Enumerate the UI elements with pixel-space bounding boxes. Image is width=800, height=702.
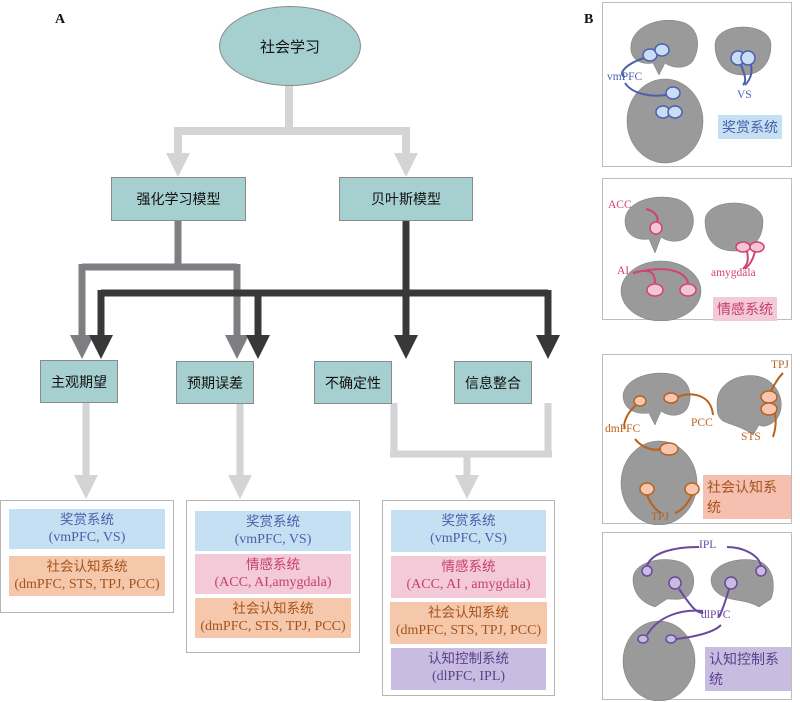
region-label-acc: ACC [608, 199, 632, 211]
arrowhead-bayes-expectation [89, 335, 113, 359]
system-name: 社会认知系统 [428, 605, 509, 621]
region-label-dmpfc: dmPFC [605, 423, 641, 435]
arrowhead-to-group-1 [74, 475, 98, 499]
system-tag-social-cognition: 社会认知系统 [703, 475, 791, 519]
system-tag-cognitive-control: 认知控制系统 [705, 647, 791, 691]
concept-node-uncertainty: 不确定性 [314, 361, 392, 404]
system-name: 奖赏系统 [60, 512, 114, 528]
system-regions: (dlPFC, IPL) [431, 669, 506, 684]
arrowhead-bayes-integration [536, 335, 560, 359]
brain-panel-emotion: ACC AI amygdala 情感系统 [602, 178, 792, 321]
brain-coronal [704, 202, 764, 252]
rl-connector [78, 220, 241, 337]
region-label-vs: VS [737, 89, 752, 101]
brain-axial [626, 78, 704, 164]
concept-to-systems-connector [82, 403, 552, 477]
system-name: 奖赏系统 [246, 514, 300, 530]
system-regions: (dmPFC, STS, TPJ, PCC) [200, 619, 346, 634]
system-emotion: 情感系统 (ACC, AI , amygdala) [391, 556, 546, 598]
brain-illustration-emotion [620, 196, 765, 321]
brain-illustration-social-cognition [620, 372, 784, 525]
system-name: 情感系统 [441, 559, 496, 575]
system-name: 社会认知系统 [46, 559, 128, 575]
system-tag-reward: 奖赏系统 [718, 115, 782, 139]
region-label-ipl: IPL [699, 539, 717, 551]
brain-panel-social-cognition: TPJ dmPFC PCC STS TPJ 社会认知系统 [602, 354, 792, 525]
brain-panel-cognitive-control: IPL dlPFC 认知控制系统 [602, 532, 792, 701]
region-label-tpj-lateral: TPJ [771, 359, 789, 371]
panel-a-label: A [55, 12, 66, 27]
region-label-pcc: PCC [691, 417, 713, 429]
system-group-prediction-error: 奖赏系统 (vmPFC, VS) 情感系统 (ACC, AI,amygdala)… [186, 500, 360, 653]
region-label-vmpfc: vmPFC [607, 71, 643, 83]
system-group-expectation: 奖赏系统 (vmPFC, VS) 社会认知系统 (dmPFC, STS, TPJ… [0, 500, 174, 613]
system-name: 社会认知系统 [232, 601, 314, 617]
system-regions: (ACC, AI , amygdala) [406, 577, 531, 592]
brain-lateral-left [632, 559, 695, 608]
region-label-dlpfc: dlPFC [701, 609, 731, 621]
brain-axial [622, 620, 696, 701]
root-to-models-connector [174, 86, 410, 155]
arrowhead-to-rl [166, 153, 190, 177]
brain-illustration-reward [621, 19, 772, 164]
root-node-social-learning: 社会学习 [219, 6, 361, 86]
arrowhead-to-group-2 [228, 475, 252, 499]
system-regions: (ACC, AI,amygdala) [214, 575, 332, 590]
region-label-ai: AI [617, 265, 630, 277]
region-label-sts: STS [741, 431, 761, 443]
concept-node-information-integration: 信息整合 [454, 361, 532, 404]
system-social-cognition: 社会认知系统 (dmPFC, STS, TPJ, PCC) [390, 602, 547, 644]
region-label-tpj-axial: TPJ [651, 511, 669, 523]
brain-illustration-cognitive-control [622, 546, 774, 701]
model-node-reinforcement-learning: 强化学习模型 [111, 177, 246, 221]
brain-lateral [716, 375, 782, 436]
arrowhead-bayes-prediction-error [246, 335, 270, 359]
system-reward: 奖赏系统 (vmPFC, VS) [195, 511, 351, 551]
brain-panel-reward: vmPFC VS 奖赏系统 [602, 2, 792, 167]
system-group-uncertainty-integration: 奖赏系统 (vmPFC, VS) 情感系统 (ACC, AI , amygdal… [382, 500, 555, 696]
system-reward: 奖赏系统 (vmPFC, VS) [9, 509, 165, 549]
arrowhead-rl-expectation [70, 335, 94, 359]
system-tag-emotion: 情感系统 [713, 297, 777, 321]
panel-b-label: B [584, 12, 594, 27]
system-emotion: 情感系统 (ACC, AI,amygdala) [195, 554, 351, 594]
system-regions: (dmPFC, STS, TPJ, PCC) [395, 623, 542, 638]
system-name: 认知控制系统 [428, 651, 509, 667]
system-social-cognition: 社会认知系统 (dmPFC, STS, TPJ, PCC) [9, 556, 165, 596]
arrowhead-rl-prediction-error [225, 335, 249, 359]
arrowhead-to-group-3 [455, 475, 479, 499]
brain-sagittal [622, 372, 691, 426]
model-node-bayesian: 贝叶斯模型 [339, 177, 473, 221]
arrowhead-bayes-uncertainty [394, 335, 418, 359]
system-regions: (dmPFC, STS, TPJ, PCC) [14, 577, 160, 592]
system-cognitive-control: 认知控制系统 (dlPFC, IPL) [391, 648, 546, 690]
brain-coronal [714, 26, 772, 76]
system-reward: 奖赏系统 (vmPFC, VS) [391, 510, 546, 552]
region-label-amygdala: amygdala [711, 267, 756, 279]
system-name: 情感系统 [246, 557, 300, 573]
system-regions: (vmPFC, VS) [430, 531, 507, 546]
system-social-cognition: 社会认知系统 (dmPFC, STS, TPJ, PCC) [195, 598, 351, 638]
arrowhead-to-bayes [394, 153, 418, 177]
brain-axial [620, 440, 698, 525]
concept-node-prediction-error: 预期误差 [176, 361, 254, 404]
system-regions: (vmPFC, VS) [48, 530, 126, 545]
system-name: 奖赏系统 [441, 513, 496, 529]
bayes-connector [97, 220, 552, 337]
system-regions: (vmPFC, VS) [234, 532, 312, 547]
concept-node-subjective-expectation: 主观期望 [40, 360, 118, 403]
